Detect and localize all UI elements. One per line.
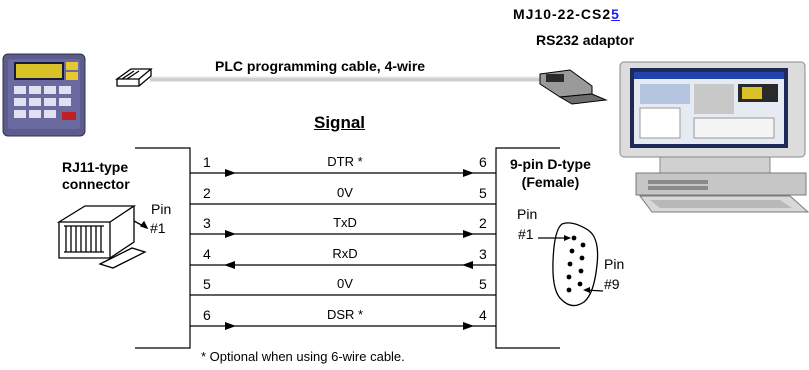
left-pin-label: 2	[203, 185, 211, 201]
signal-label: RxD	[332, 246, 358, 261]
wires-group	[190, 169, 496, 330]
cable-label: PLC programming cable, 4-wire	[215, 58, 426, 74]
left-pin-word: Pin	[151, 201, 172, 217]
signal-label: 0V	[337, 185, 353, 200]
wire-arrow	[462, 261, 473, 269]
part-number: MJ10-22-CS25	[513, 6, 620, 22]
left-bracket	[135, 147, 191, 349]
wire-arrow	[463, 322, 474, 330]
signal-title: Signal	[314, 113, 366, 132]
rj11-plug-icon	[114, 68, 153, 87]
wire-arrow	[225, 322, 236, 330]
right-pin-label: 6	[479, 154, 487, 170]
right-pin-word-top: Pin	[517, 206, 538, 222]
left-pin-label: 6	[203, 307, 211, 323]
right-connector-title: 9-pin D-type (Female)	[510, 155, 591, 191]
right-pin-label: 5	[479, 276, 487, 292]
right-pin-label: 5	[479, 185, 487, 201]
wire-arrow	[224, 261, 235, 269]
left-connector-line2: connector	[62, 176, 130, 192]
signal-label: 0V	[337, 276, 353, 291]
wire-arrow	[463, 169, 474, 177]
signal-label: TxD	[333, 215, 357, 230]
signal-label: DTR *	[327, 154, 363, 169]
right-pin-label: 2	[479, 215, 487, 231]
left-pin-number: #1	[150, 220, 166, 236]
part-number-prefix: MJ10-22-CS2	[513, 6, 612, 22]
right-pin-label: 3	[479, 246, 487, 262]
db9-connector-icon	[538, 222, 604, 307]
wire-arrow	[463, 230, 474, 238]
right-pin-label: 4	[479, 307, 487, 323]
footnote: * Optional when using 6-wire cable.	[201, 349, 405, 364]
right-pin1-number: #1	[518, 226, 534, 242]
rj11-connector-icon	[56, 205, 149, 269]
right-pin-word-bottom: Pin	[604, 256, 625, 272]
signal-label: DSR *	[326, 307, 364, 322]
left-pin-label: 4	[203, 246, 211, 262]
db9-plug-icon	[539, 69, 608, 105]
wire-arrow	[225, 230, 236, 238]
left-pin-label: 3	[203, 215, 211, 231]
right-connector-line1: 9-pin D-type	[510, 156, 591, 172]
adaptor-label: RS232 adaptor	[536, 32, 635, 48]
left-connector-line1: RJ11-type	[62, 159, 129, 175]
right-bracket	[495, 147, 560, 349]
wire-arrow	[225, 169, 236, 177]
right-connector-line2: (Female)	[521, 174, 580, 190]
computer-icon	[619, 61, 809, 213]
part-number-link[interactable]: 5	[611, 6, 620, 22]
left-connector-title: RJ11-type connector	[62, 159, 130, 193]
left-pin-label: 5	[203, 276, 211, 292]
left-pin-label: 1	[203, 154, 211, 170]
plc-device-icon	[2, 53, 86, 137]
right-pin9-number: #9	[604, 276, 620, 292]
